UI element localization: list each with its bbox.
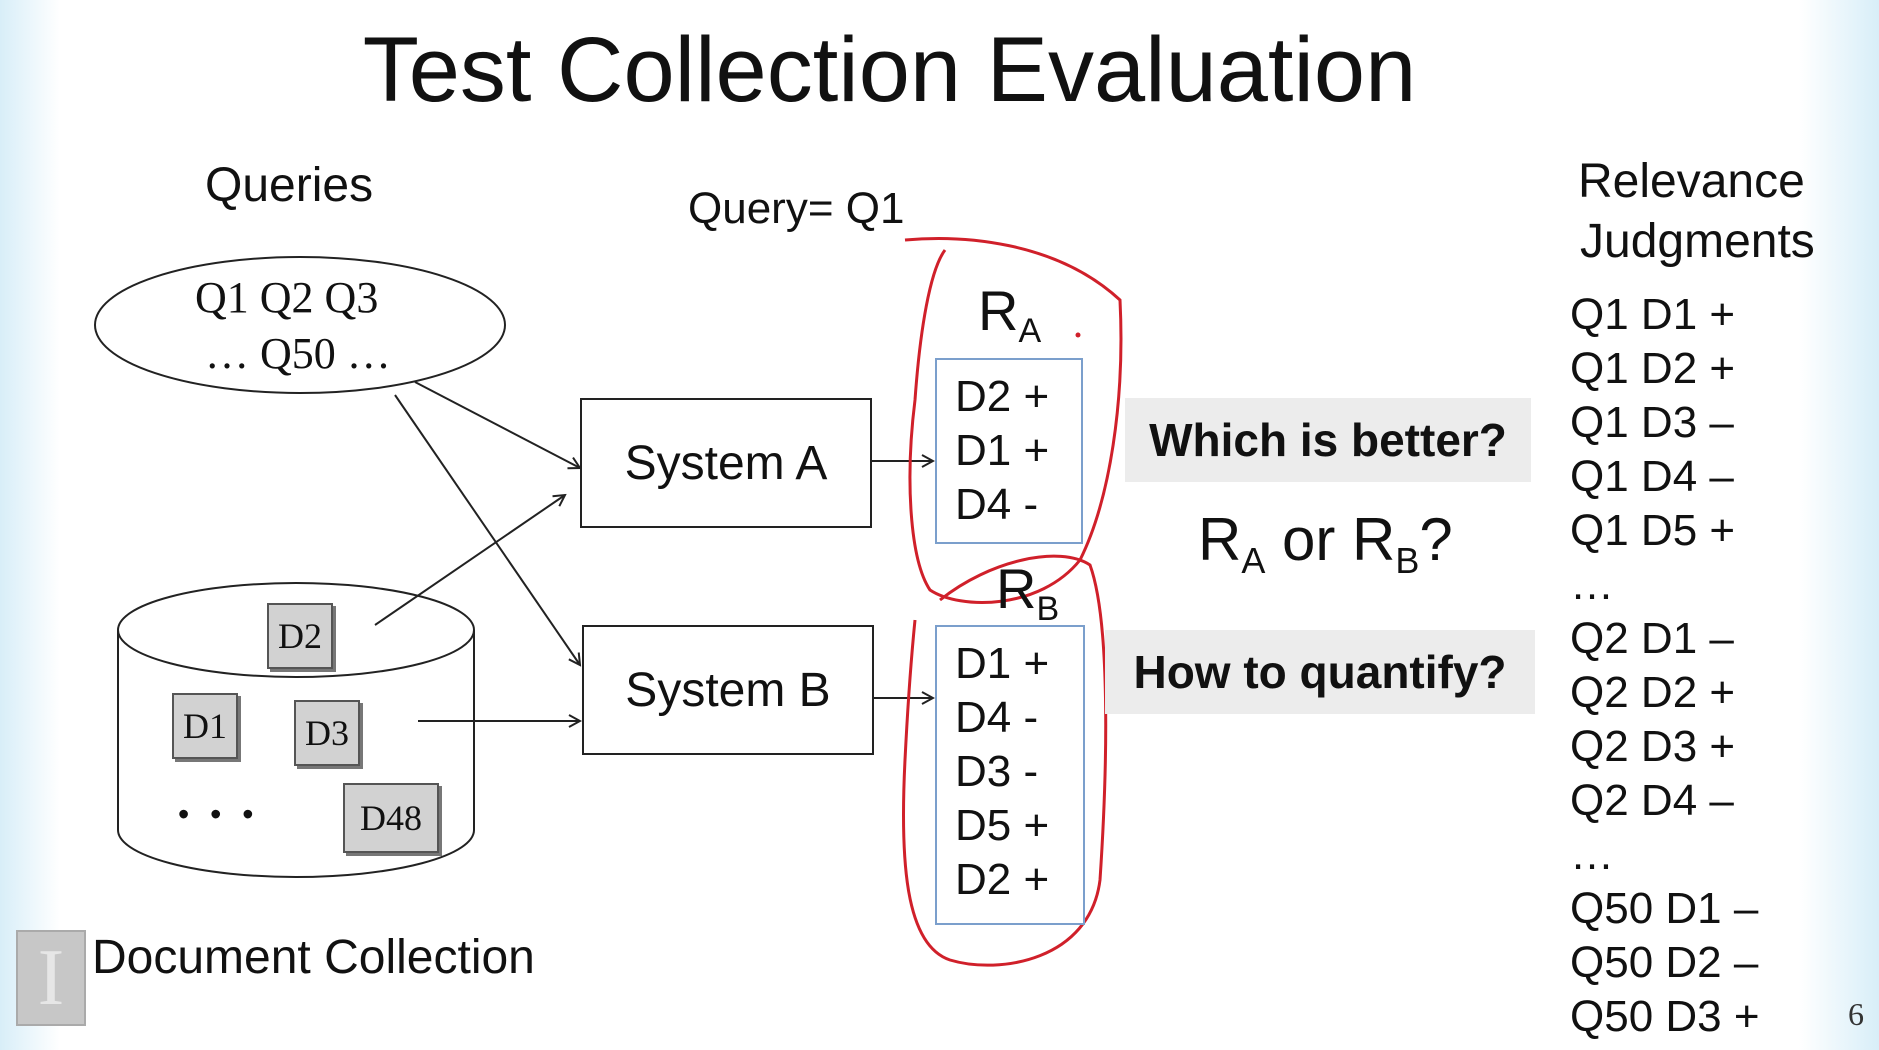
relevance-line: … <box>1570 560 1614 609</box>
ra-label: RA <box>978 279 1042 351</box>
system-b-label: System B <box>625 663 831 717</box>
relevance-line: Q2 D1 – <box>1570 614 1734 663</box>
rb-item: D5 + <box>955 801 1050 850</box>
rb-item: D4 - <box>955 693 1039 742</box>
doc-card: D2 <box>267 603 333 669</box>
relevance-line: Q2 D4 – <box>1570 776 1734 825</box>
how-quantify-callout: How to quantify? <box>1105 630 1535 714</box>
doc-card: D3 <box>294 700 360 766</box>
relevance-line: Q50 D3 + <box>1570 992 1760 1041</box>
which-better-callout: Which is better? <box>1125 398 1531 482</box>
slide-number: 6 <box>1848 996 1864 1032</box>
rb-result-box: D1 + D4 - D3 - D5 + D2 + <box>935 625 1085 925</box>
annotation-circle-rb <box>901 554 1108 967</box>
queries-ellipse <box>94 256 506 394</box>
relevance-line: Q2 D3 + <box>1570 722 1736 771</box>
which-better-text: Which is better? <box>1149 414 1507 466</box>
ra-item: D4 - <box>955 480 1039 529</box>
relevance-header-2: Judgments <box>1580 215 1815 268</box>
queries-label: Queries <box>205 159 374 212</box>
rb-item: D2 + <box>955 855 1050 904</box>
background-decoration-right <box>1799 0 1879 1050</box>
arrow-queries-to-system-a <box>414 381 580 468</box>
doc-card: D1 <box>172 693 238 759</box>
relevance-line: Q1 D5 + <box>1570 506 1736 555</box>
relevance-line: Q1 D4 – <box>1570 452 1734 501</box>
annotation-dot <box>1075 332 1081 338</box>
doc-ellipsis: • • • <box>178 796 260 832</box>
university-logo: I <box>16 930 86 1026</box>
ra-or-rb-question: RA or RB? <box>1198 506 1453 581</box>
relevance-line: … <box>1570 830 1614 879</box>
ra-result-box: D2 + D1 + D4 - <box>935 358 1083 544</box>
queries-line-2: … Q50 … <box>205 329 391 378</box>
document-collection-label: Document Collection <box>92 931 535 984</box>
ra-item: D2 + <box>955 372 1050 421</box>
ra-item: D1 + <box>955 426 1050 475</box>
queries-line-1: Q1 Q2 Q3 <box>195 273 379 322</box>
doc-card: D48 <box>343 783 439 853</box>
relevance-line: Q50 D1 – <box>1570 884 1759 933</box>
system-a-box: System A <box>580 398 872 528</box>
relevance-header-1: Relevance <box>1578 155 1805 208</box>
slide-title: Test Collection Evaluation <box>362 19 1417 121</box>
relevance-line: Q2 D2 + <box>1570 668 1736 717</box>
relevance-line: Q1 D1 + <box>1570 290 1736 339</box>
relevance-line: Q50 D2 – <box>1570 938 1759 987</box>
query-label: Query= Q1 <box>688 184 905 233</box>
rb-item: D1 + <box>955 639 1050 688</box>
arrow-queries-to-system-b <box>394 394 580 665</box>
how-quantify-text: How to quantify? <box>1133 646 1507 698</box>
arrow-docs-to-system-a <box>374 495 565 626</box>
rb-item: D3 - <box>955 747 1039 796</box>
relevance-line: Q1 D2 + <box>1570 344 1736 393</box>
relevance-line: Q1 D3 – <box>1570 398 1734 447</box>
system-b-box: System B <box>582 625 874 755</box>
rb-label: RB <box>996 557 1060 629</box>
annotation-circle-ra <box>904 237 1123 604</box>
background-decoration-left <box>0 0 60 1050</box>
system-a-label: System A <box>624 436 828 490</box>
